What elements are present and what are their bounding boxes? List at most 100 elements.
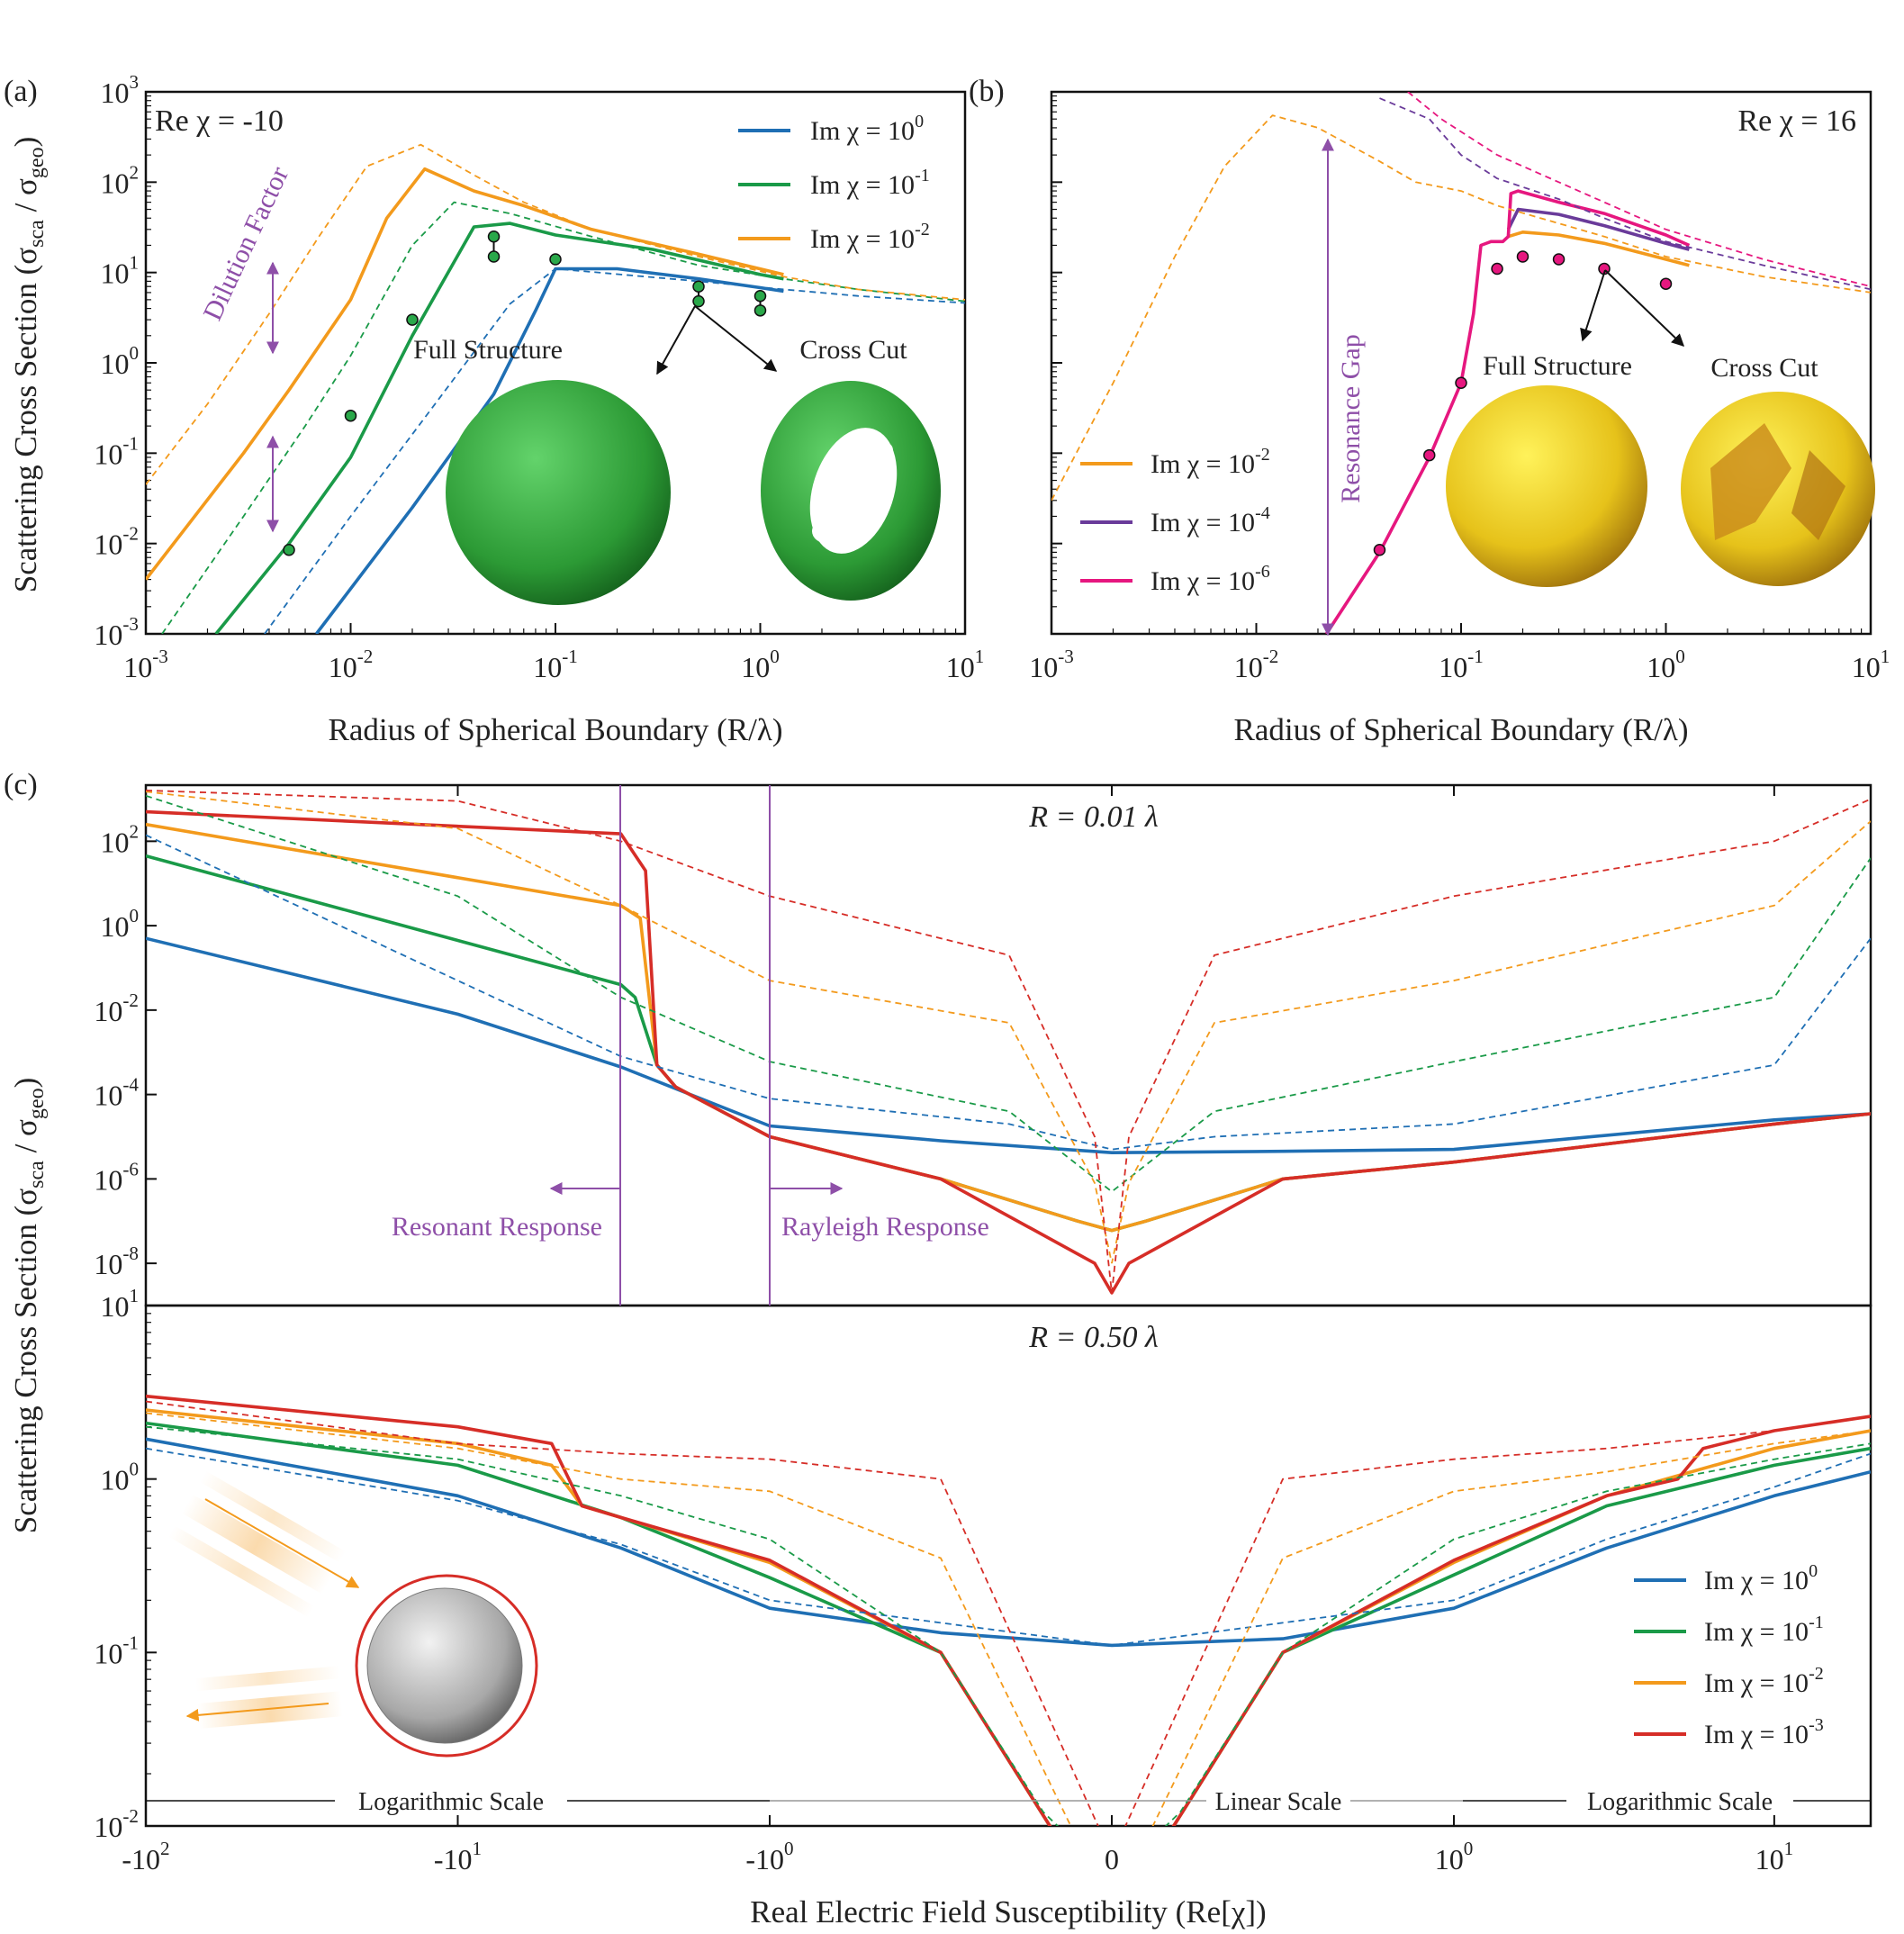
legend-b-magenta-label: Im χ = 10-6	[1151, 562, 1270, 596]
panel-c-bottom-y-tick-label: 10-1	[94, 1631, 139, 1669]
panel-a-data-marker	[406, 313, 419, 326]
panel-c-top-dashed-group	[146, 790, 1871, 1293]
scatterer-illustration	[167, 1470, 538, 1758]
panel-c-top-green-solid-line	[146, 854, 1871, 1233]
panel-c-x-tick-label: -102	[122, 1838, 169, 1875]
arrow-b-full	[1580, 269, 1606, 342]
panel-b-series-group	[1051, 92, 1871, 634]
panel-a-legend: Im χ = 100 Im χ = 10-1 Im χ = 10-2	[738, 112, 930, 254]
grey-scatterer	[366, 1587, 523, 1744]
panel-b-data-marker	[1373, 543, 1386, 556]
scattered-wave	[194, 1666, 343, 1730]
panel-a-x-tick-label: 10-2	[329, 646, 374, 683]
panel-c-bottom-frame	[144, 1304, 1872, 1828]
panel-a-annotation: Re χ = -10	[155, 104, 284, 138]
panel-c-top-red-dashed-line	[146, 790, 1871, 1293]
incident-wave	[167, 1470, 347, 1618]
panel-c-top-y-tick-label: 100	[100, 905, 139, 943]
panel-a-x-tick-label: 100	[741, 646, 780, 683]
panel-a-green-dashed-line	[161, 201, 965, 634]
panel-a-cut-marker	[487, 250, 501, 263]
panel-a-green-solid-line	[214, 221, 784, 634]
panel-a-y-tick-label: 102	[100, 161, 139, 199]
panel-c-top-green-dashed-line	[146, 794, 1871, 1193]
y-axis-title-c: Scattering Cross Section (σsca / σgeo)	[8, 1078, 49, 1533]
panel-c-top-y-tick-label: 10-4	[94, 1074, 139, 1112]
legend-c-green-label: Im χ = 10-1	[1704, 1613, 1824, 1647]
panel-c-x-tick-label: 100	[1435, 1838, 1474, 1875]
panel-c-top-y-tick-label: 102	[100, 820, 139, 858]
panel-a-y-tick-label: 101	[100, 252, 139, 290]
panel-b-legend: Im χ = 10-2 Im χ = 10-4 Im χ = 10-6	[1080, 445, 1270, 596]
panel-c-legend: Im χ = 100 Im χ = 10-1 Im χ = 10-2 Im χ …	[1634, 1561, 1824, 1749]
legend-b-purple-label: Im χ = 10-4	[1151, 503, 1270, 538]
panel-c-top-blue-dashed-line	[146, 834, 1871, 1151]
panel-c-top-orange-solid-line	[146, 822, 1871, 1233]
scale-left-label: Logarithmic Scale	[358, 1788, 544, 1816]
panel-b-data-marker	[1491, 262, 1503, 276]
arrow-a-full	[656, 305, 696, 375]
arrow-b-cut	[1604, 269, 1685, 347]
panel-b-magenta-dashed-line	[1407, 92, 1871, 288]
panel-b-data-marker	[1423, 448, 1436, 462]
panel-a-cut-marker	[692, 294, 705, 308]
legend-c-red-label: Im χ = 10-3	[1704, 1715, 1824, 1749]
panel-a-data-marker	[549, 253, 562, 266]
panel-a-full-structure-label: Full Structure	[413, 335, 563, 365]
panel-c-bottom-red-dashed-line	[146, 1400, 1871, 1826]
x-axis-title-a: Radius of Spherical Boundary (R/λ)	[329, 712, 783, 747]
panel-b-orange-dashed-line	[1051, 114, 1871, 502]
scale-indicators: Logarithmic Scale Linear Scale Logarithm…	[146, 1788, 1871, 1816]
panel-a-data-marker	[753, 289, 767, 303]
legend-a-orange-label: Im χ = 10-2	[810, 220, 930, 254]
panel-c-bottom-annotation: R = 0.50 λ	[1028, 1321, 1158, 1354]
panel-c-top-series-group	[146, 809, 1871, 1295]
boundary-circle	[355, 1574, 538, 1758]
panel-a-y-tick-label: 10-3	[94, 613, 139, 651]
panel-a-letter: (a)	[4, 75, 38, 108]
panel-a-data-marker	[692, 280, 705, 293]
panel-c-bottom-green-dashed-line	[146, 1425, 1871, 1826]
x-axis-title-b: Radius of Spherical Boundary (R/λ)	[1234, 712, 1689, 747]
panel-c-top-orange-dashed-line	[146, 791, 1871, 1264]
panel-b-full-structure-label: Full Structure	[1483, 351, 1632, 381]
panel-a-data-marker	[344, 409, 357, 422]
panel-b-data-marker	[1455, 376, 1467, 390]
panel-c-x-tick-label: 101	[1755, 1838, 1794, 1875]
panel-c-x-tick-label: 0	[1105, 1843, 1119, 1875]
panel-b-x-tick-label: 10-2	[1234, 646, 1279, 683]
panel-c-bottom-y-tick-label: 10-2	[94, 1805, 139, 1843]
dilution-factor-label: Dilution Factor	[197, 162, 294, 325]
panel-b-data-marker	[1659, 277, 1673, 290]
panel-a-cut-marker	[753, 304, 767, 317]
rayleigh-response-label: Rayleigh Response	[781, 1212, 989, 1242]
panel-a-x-tick-label: 10-3	[123, 646, 168, 683]
yellow-sphere-cut	[1681, 392, 1875, 586]
panel-b-cross-cut-label: Cross Cut	[1710, 353, 1818, 383]
panel-c-top-annotation: R = 0.01 λ	[1028, 800, 1158, 834]
legend-c-orange-label: Im χ = 10-2	[1704, 1664, 1824, 1698]
panel-c-top-y-tick-label: 10-2	[94, 990, 139, 1027]
scale-mid-label: Linear Scale	[1215, 1788, 1342, 1816]
green-sphere-full	[446, 380, 671, 605]
panel-a-y-tick-label: 103	[100, 71, 139, 109]
panel-c-bottom-y-tick-label: 101	[100, 1285, 139, 1323]
panel-c-x-tick-label: -100	[745, 1838, 793, 1875]
panel-c-top-blue-solid-line	[146, 936, 1871, 1154]
panel-c-x-tick-label: -101	[434, 1838, 482, 1875]
panel-a-y-tick-label: 100	[100, 342, 139, 380]
panel-b-letter: (b)	[969, 75, 1005, 108]
legend-a-blue-label: Im χ = 100	[810, 112, 924, 146]
series-layer	[146, 92, 1871, 1826]
panel-b-purple-solid-line	[1506, 207, 1690, 251]
marker-layer	[283, 230, 1673, 556]
panel-b-magenta-solid-line	[1324, 189, 1691, 634]
panel-c-bottom-y-tick-label: 100	[100, 1459, 139, 1496]
panel-c-top-red-solid-line	[146, 809, 1871, 1295]
yellow-sphere-full	[1446, 385, 1647, 587]
panel-b-orange-solid-line	[1507, 230, 1690, 267]
panel-a-blue-dashed-line	[264, 267, 965, 634]
resonant-response-label: Resonant Response	[392, 1212, 602, 1242]
